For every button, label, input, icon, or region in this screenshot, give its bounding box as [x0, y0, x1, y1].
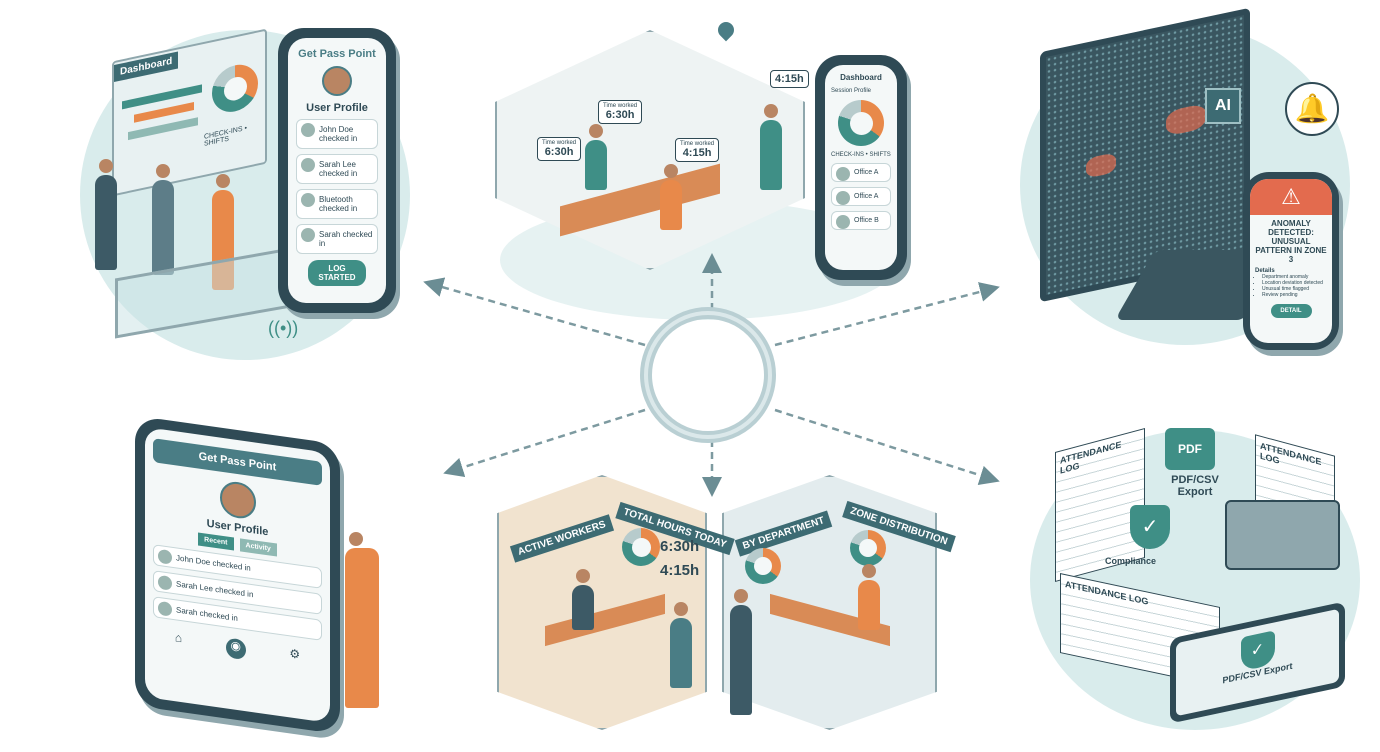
legend: CHECK-INS • SHIFTS — [204, 124, 247, 148]
profile-label: User Profile — [306, 102, 368, 114]
worker-figure — [760, 104, 782, 190]
detail-button[interactable]: DETAIL — [1270, 304, 1312, 318]
list-item[interactable]: Bluetooth checked in — [296, 189, 378, 219]
donut-chart — [212, 60, 258, 117]
arrow-to-ai — [774, 282, 1000, 347]
hours-value: 6:30h — [660, 538, 700, 555]
worker-figure — [152, 164, 174, 275]
gear-icon[interactable]: ⚙ — [289, 646, 301, 662]
clock-icon — [622, 528, 660, 566]
arrow-to-checkin — [423, 277, 646, 347]
time-label: 4:15h — [770, 70, 809, 88]
worker-figure — [660, 164, 682, 230]
list-item[interactable]: Office A — [831, 187, 891, 206]
worker-figure — [585, 124, 607, 190]
pdf-file-icon: PDF — [1165, 428, 1215, 470]
office-room — [497, 475, 707, 730]
detail-item: Department anomaly — [1262, 274, 1332, 280]
log-started-button[interactable]: LOG STARTED — [308, 260, 366, 286]
worker-figure — [345, 532, 379, 708]
alert-title: ANOMALY DETECTED: UNUSUAL PATTERN IN ZON… — [1255, 219, 1327, 264]
avatar — [322, 66, 352, 96]
phone: Dashboard Session Profile CHECK-INS • SH… — [815, 55, 907, 280]
phone-title: Dashboard — [840, 73, 882, 82]
wifi-icon: ((•)) — [268, 318, 299, 338]
phone: Get Pass Point User Profile John Doe che… — [278, 28, 396, 313]
detail-item: Location deviation detected — [1262, 280, 1332, 286]
tab-activity[interactable]: Activity — [239, 538, 277, 557]
list-item[interactable]: Sarah checked in — [296, 224, 378, 254]
avatar — [219, 479, 256, 521]
phone-title: Get Pass Point — [153, 438, 322, 486]
bell-alert-icon: 🔔 — [1285, 82, 1339, 136]
list-item[interactable]: John Doe checked in — [296, 119, 378, 149]
fingerprint-icon[interactable]: ◉ — [225, 637, 246, 661]
worker-figure — [572, 569, 594, 630]
legend: CHECK-INS • SHIFTS — [831, 152, 891, 158]
phone: ⚠ ANOMALY DETECTED: UNUSUAL PATTERN IN Z… — [1243, 172, 1339, 350]
worker-figure — [670, 602, 692, 688]
detail-item: Unusual time flagged — [1262, 286, 1332, 292]
hours-value: 4:15h — [660, 562, 700, 579]
list-item[interactable]: Sarah Lee checked in — [296, 154, 378, 184]
tab-recent[interactable]: Recent — [198, 532, 234, 551]
worker-figure — [730, 589, 752, 715]
phone: Get Pass Point User Profile Recent Activ… — [135, 415, 340, 735]
donut-chart — [745, 548, 781, 584]
warning-icon: ⚠ — [1250, 179, 1332, 215]
worker-figure — [858, 564, 880, 630]
compliance-label: Compliance — [1105, 556, 1157, 566]
details-label: Details — [1255, 268, 1275, 274]
export-label: PDF/CSV Export — [1171, 474, 1219, 498]
list-item[interactable]: Office B — [831, 211, 891, 230]
phone-subtitle: Session Profile — [831, 88, 872, 94]
phone-title: Get Pass Point — [298, 48, 376, 60]
donut-chart — [838, 100, 884, 146]
worker-figure — [95, 159, 117, 270]
donut-chart — [850, 530, 886, 566]
office-room — [722, 475, 937, 730]
arrow-to-reports — [774, 408, 1000, 485]
ai-chip: AI — [1205, 88, 1241, 124]
arrow-to-mobile — [443, 408, 646, 478]
printer — [1225, 500, 1340, 570]
home-icon[interactable]: ⌂ — [174, 630, 183, 646]
shield-check-icon: ✓ — [1130, 505, 1170, 549]
detail-item: Review pending — [1262, 292, 1332, 298]
list-item[interactable]: Office A — [831, 163, 891, 182]
